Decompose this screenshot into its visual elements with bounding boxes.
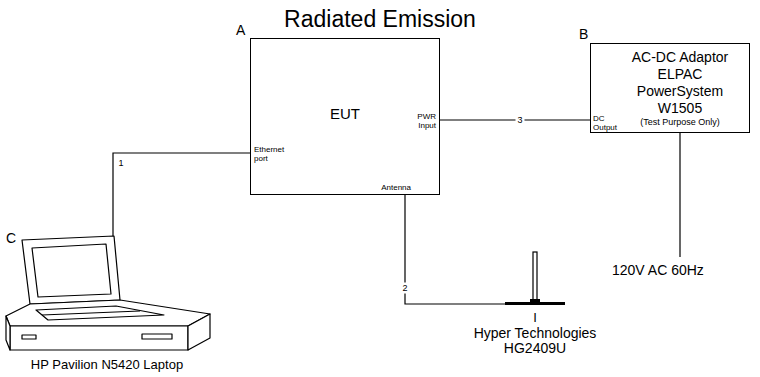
laptop-bevel <box>6 316 10 350</box>
keyboard-row <box>42 311 140 315</box>
laptop-slot <box>142 334 172 339</box>
laptop-deck <box>6 300 210 326</box>
port-name: Ethernet port <box>254 145 288 163</box>
antenna-mast <box>533 252 537 300</box>
antenna-foot <box>530 299 540 302</box>
device-caption: HP Pavilion N5420 Laptop <box>2 357 212 372</box>
port-name: PWR Input <box>410 112 436 130</box>
antenna-node: IHyper Technologies HG2409U <box>505 250 565 308</box>
device-caption: Hyper Technologies HG2409U <box>465 326 605 356</box>
cable-number: 1 <box>116 158 125 169</box>
adaptor-box: BAC-DC Adaptor ELPAC PowerSystem W1505(T… <box>590 43 750 133</box>
antenna-drawing <box>505 252 565 305</box>
box-title: AC-DC Adaptor ELPAC PowerSystem W1505 <box>628 49 732 117</box>
laptop-port <box>22 335 36 339</box>
laptop-lid <box>22 236 120 304</box>
port-name: Antenna <box>381 183 411 192</box>
box-title: EUT <box>251 105 439 123</box>
cable-number: 3 <box>515 115 524 126</box>
node-letter: A <box>236 22 245 38</box>
cable-line <box>113 153 250 236</box>
cable-number: 2 <box>400 283 409 294</box>
node-letter: I <box>505 310 565 325</box>
node-letter: B <box>579 26 588 42</box>
laptop-side <box>188 314 210 350</box>
mains-lead <box>679 131 680 257</box>
laptop-keyboard <box>36 306 164 320</box>
cable-line <box>405 195 505 304</box>
laptop-front <box>10 326 188 350</box>
node-letter: C <box>6 230 16 246</box>
laptop-node: CHP Pavilion N5420 Laptop <box>2 236 212 376</box>
port-name: DC Output <box>593 114 621 132</box>
laptop-screen <box>32 244 111 297</box>
supply-label: 120V AC 60Hz <box>612 262 704 278</box>
eut-box: AEUTEthernet portPWR InputAntenna <box>250 38 440 195</box>
laptop-drawing <box>6 236 210 350</box>
antenna-base <box>505 302 565 305</box>
box-note: (Test Purpose Only) <box>615 117 745 128</box>
diagram-title: Radiated Emission <box>0 5 760 33</box>
